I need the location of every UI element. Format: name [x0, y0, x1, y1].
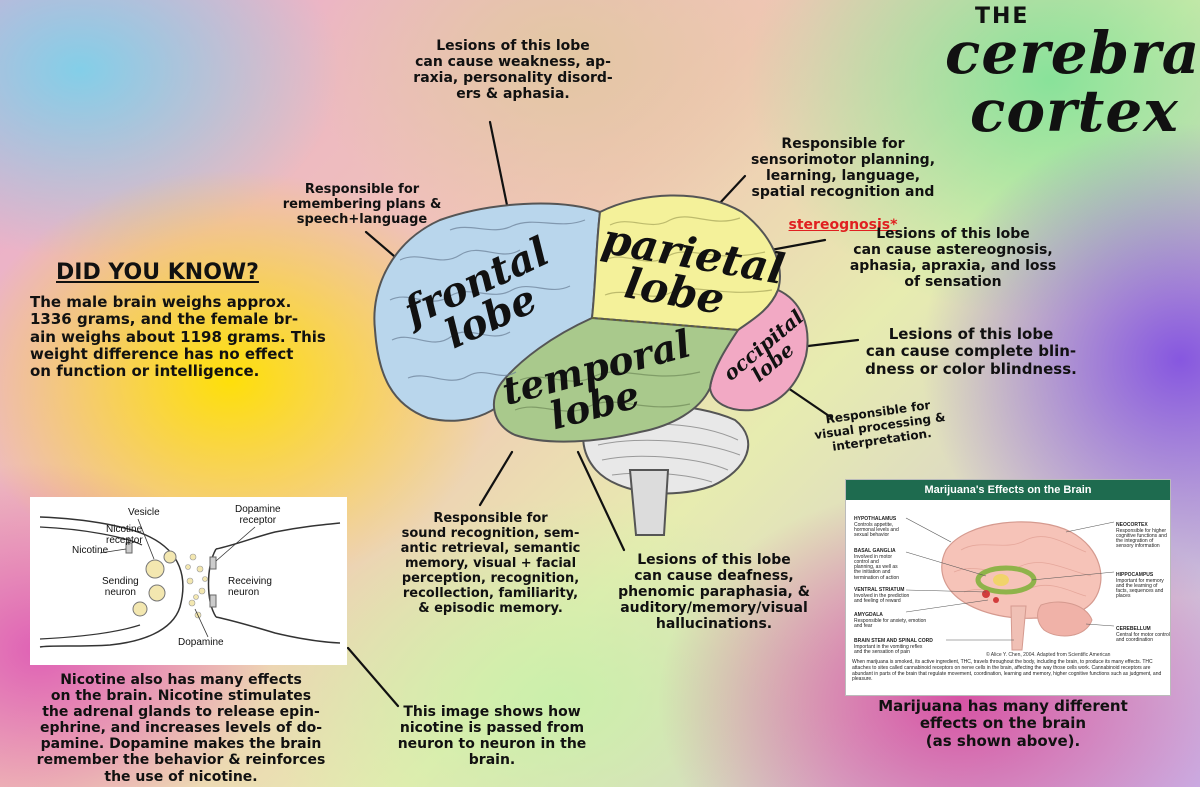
- label-vesicle: Vesicle: [128, 507, 160, 518]
- pointer-temporal-function: [478, 450, 514, 507]
- temporal-function-text: Responsible for sound recognition, sem- …: [400, 511, 581, 616]
- parietal-function-text: Responsible for sensorimotor planning, l…: [728, 120, 958, 233]
- title-the: THE: [975, 4, 1030, 29]
- label-receiving-neuron: Receiving neuron: [228, 576, 272, 598]
- label-dopamine-receptor: Dopamine receptor: [235, 504, 281, 526]
- temporal-lesions-text: Lesions of this lobe can cause deafness,…: [618, 552, 810, 633]
- pointer-occipital-function: [786, 386, 834, 420]
- pointer-frontal-lesions: [488, 120, 510, 212]
- figure-credit: © Alice Y. Chen, 2004. Adapted from Scie…: [986, 652, 1111, 658]
- label-nicotine-receptor: Nicotine receptor: [106, 524, 143, 546]
- brainstem: [628, 469, 670, 536]
- nicotine-neuron-figure: Vesicle Nicotine receptor Nicotine Sendi…: [30, 497, 347, 665]
- neuron-caption: This image shows how nicotine is passed …: [397, 704, 587, 769]
- title-cortex: cortex: [970, 77, 1179, 145]
- label-nicotine: Nicotine: [72, 545, 109, 556]
- stereognosis-highlight: stereognosis*: [788, 216, 898, 233]
- marijuana-brain-drawing: [905, 517, 1115, 651]
- occipital-lesions-text: Lesions of this lobe can cause complete …: [865, 325, 1077, 378]
- neuron-synapse-diagram: [39, 516, 341, 648]
- figure-caption: When marijuana is smoked, its active ing…: [852, 659, 1162, 683]
- marijuana-brain-figure: Marijuana's Effects on the Brain HYPOTHA…: [845, 479, 1171, 696]
- pointer-temporal-lesions: [576, 450, 626, 552]
- label-sending-neuron: Sending neuron: [102, 576, 139, 598]
- parietal-function-body: Responsible for sensorimotor planning, l…: [750, 136, 936, 201]
- label-dopamine: Dopamine: [178, 637, 224, 648]
- parietal-lesions-text: Lesions of this lobe can cause astereogn…: [849, 226, 1057, 291]
- marijuana-text: Marijuana has many different effects on …: [878, 697, 1128, 750]
- pointer-occipital-lesions: [806, 338, 860, 348]
- frontal-lesions-text: Lesions of this lobe can cause weakness,…: [413, 38, 613, 103]
- did-you-know-body: The male brain weighs approx. 1336 grams…: [30, 293, 326, 380]
- temporal-lobe: [493, 316, 740, 443]
- marijuana-figure-header: Marijuana's Effects on the Brain: [846, 480, 1170, 500]
- nicotine-text: Nicotine also has many effects on the br…: [36, 672, 326, 785]
- frontal-function-text: Responsible for remembering plans & spee…: [282, 182, 442, 227]
- pointer-nicotine-caption: [346, 646, 400, 708]
- title-cerebral: cerebral: [945, 19, 1200, 87]
- did-you-know-heading: DID YOU KNOW?: [56, 260, 259, 285]
- parietal-lobe: [590, 194, 781, 332]
